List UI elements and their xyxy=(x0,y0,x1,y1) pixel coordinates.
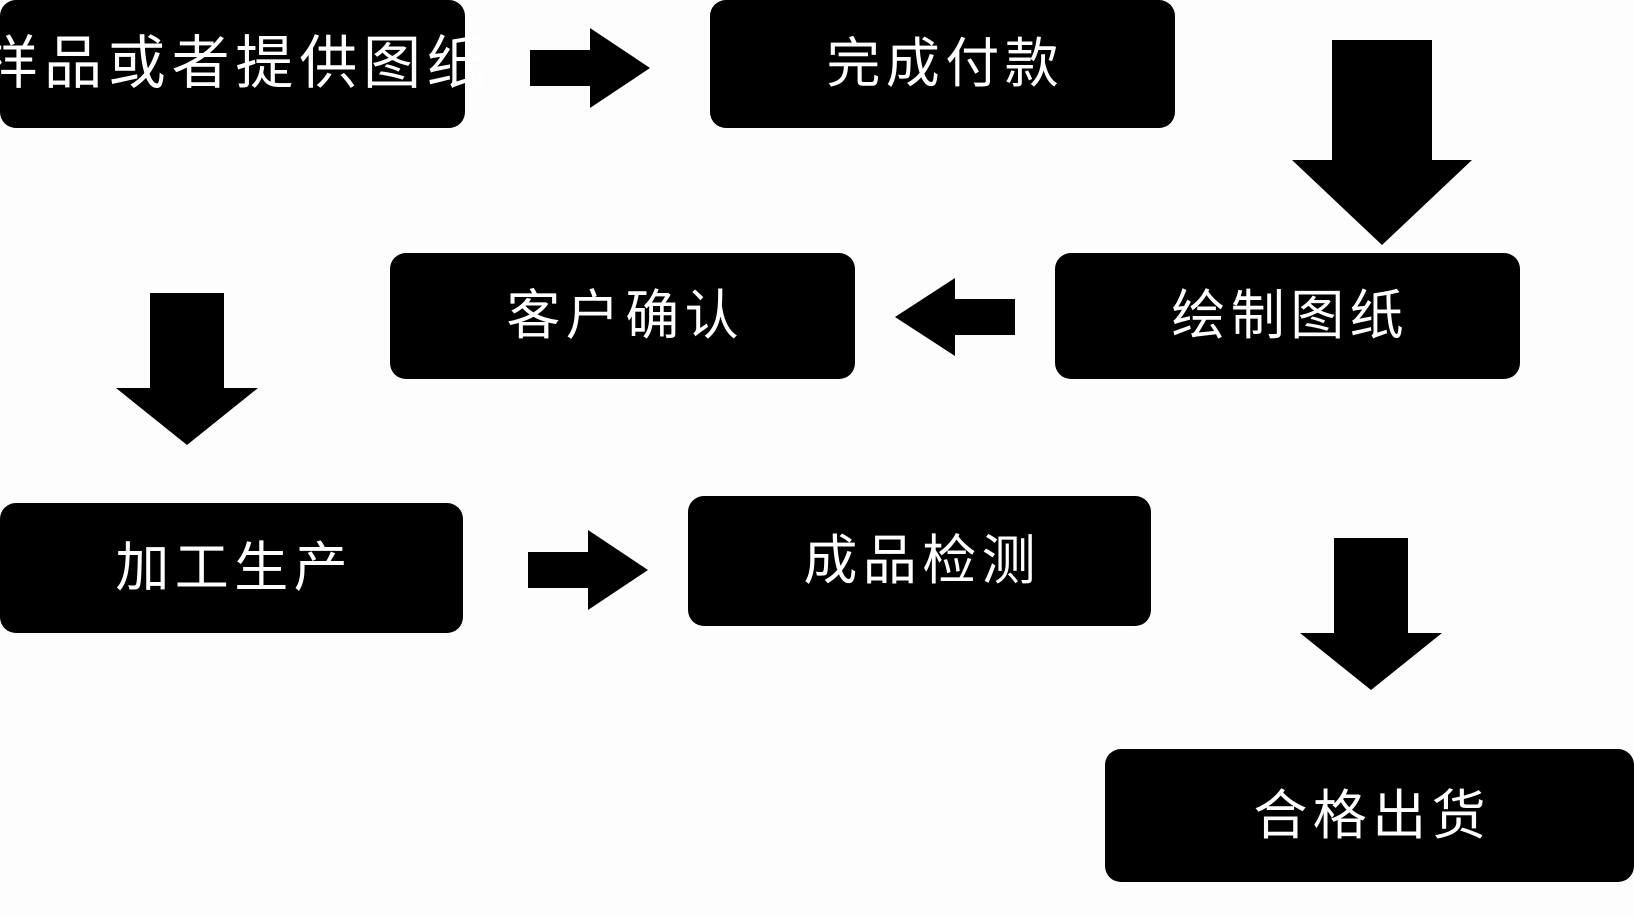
elbow-arrow-right-down-icon xyxy=(1222,40,1472,245)
node-inspection-label: 成品检测 xyxy=(803,531,1041,591)
node-inspection[interactable]: 成品检测 xyxy=(688,496,1151,626)
node-shipping-label: 合格出货 xyxy=(1253,785,1491,846)
node-sample[interactable]: 样品或者提供图纸 xyxy=(0,0,485,128)
node-shipping[interactable]: 合格出货 xyxy=(1105,749,1634,882)
node-payment[interactable]: 完成付款 xyxy=(710,0,1175,128)
node-sample-label: 样品或者提供图纸 xyxy=(0,31,491,96)
elbow-arrow-left-down-icon xyxy=(116,293,320,445)
node-drawing[interactable]: 绘制图纸 xyxy=(1055,253,1520,379)
arrow-left-icon xyxy=(895,278,1015,356)
arrow-right-icon xyxy=(530,28,650,108)
node-confirm-label: 客户确认 xyxy=(506,286,744,346)
node-payment-label: 完成付款 xyxy=(826,34,1064,94)
node-production[interactable]: 加工生产 xyxy=(0,503,463,633)
arrow-right-icon xyxy=(528,530,648,610)
node-production-label: 加工生产 xyxy=(115,538,353,598)
node-drawing-label: 绘制图纸 xyxy=(1171,286,1409,346)
node-confirm[interactable]: 客户确认 xyxy=(390,253,855,379)
elbow-arrow-right-down-icon xyxy=(1243,538,1442,690)
